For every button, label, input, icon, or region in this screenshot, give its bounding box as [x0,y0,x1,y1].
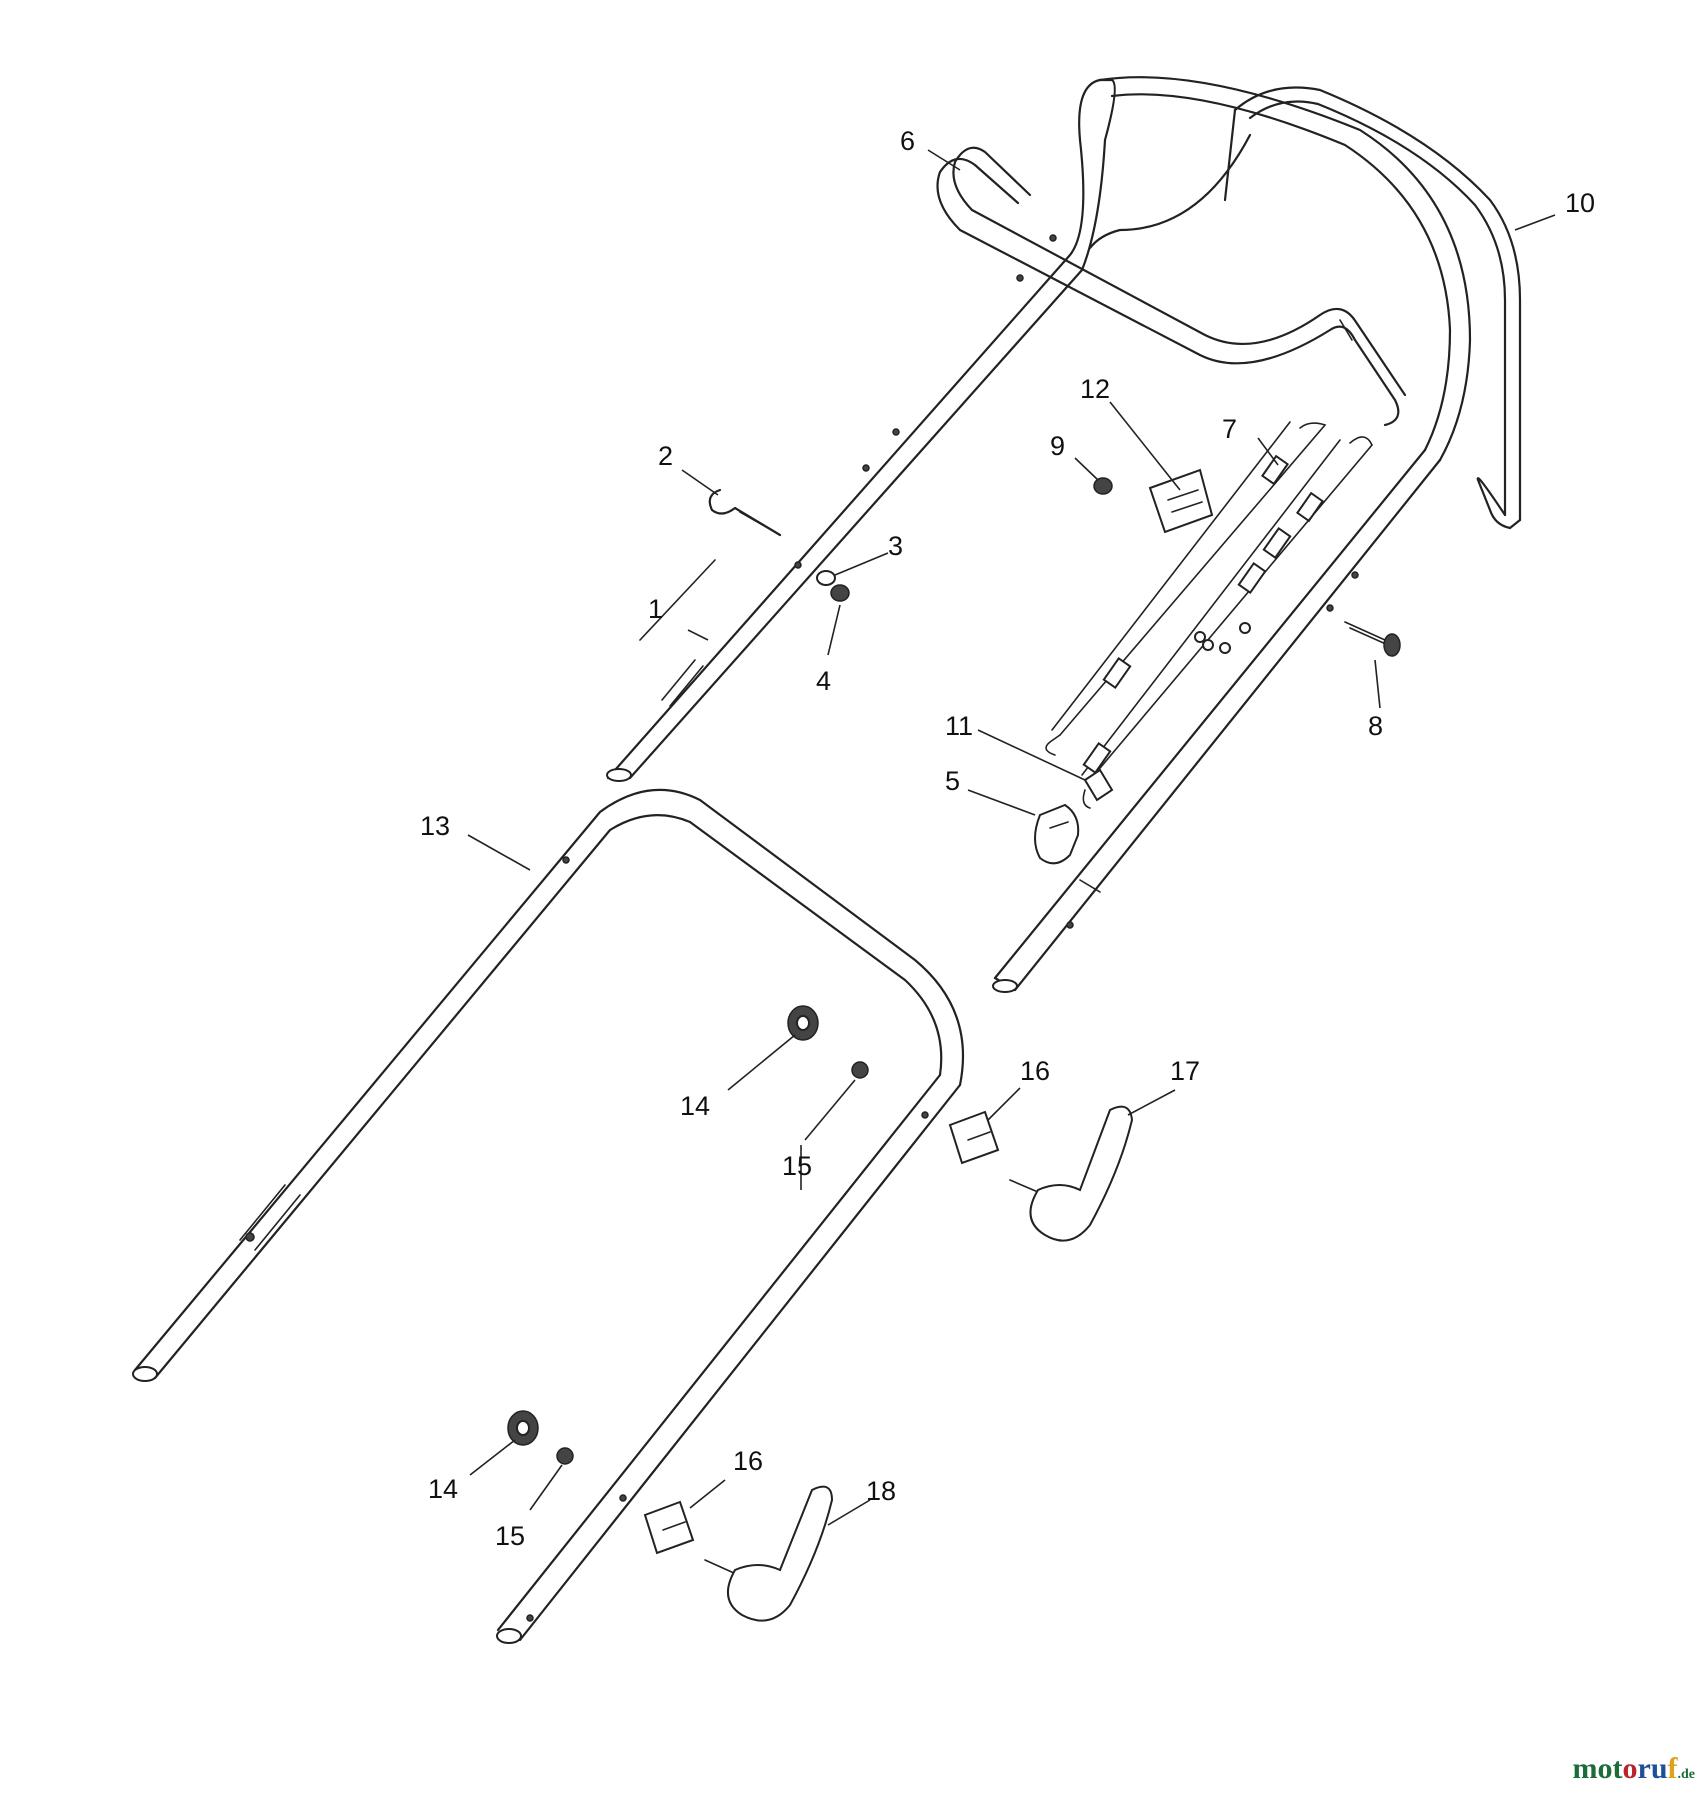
callout-17: 17 [1170,1056,1200,1086]
nut-part-9 [1093,477,1113,495]
nut-part-15-upper [851,1061,869,1079]
callout-8: 8 [1368,711,1383,741]
callout-16-upper: 16 [1020,1056,1050,1086]
hook-bolt-part-2 [708,488,782,537]
upper-handle-frame [606,76,1472,993]
bolt-part-8 [1344,621,1401,657]
callout-4: 4 [816,666,831,696]
control-cables-part-7 [1045,421,1373,781]
spacer-part-16-upper [948,1110,1000,1165]
bail-lever-part-6 [936,133,1407,427]
callout-14-upper: 14 [680,1091,710,1121]
callout-13: 13 [420,811,450,841]
callout-7: 7 [1222,414,1237,444]
callout-5: 5 [945,766,960,796]
cable-clip-part-12 [1148,468,1214,534]
watermark-suffix: .de [1677,1767,1696,1782]
watermark-part-4: f [1667,1752,1678,1785]
callout-16-lower: 16 [733,1446,763,1476]
nut-part-4 [830,584,850,602]
knob-nut-part-14-lower [507,1410,539,1446]
watermark-part-2: o [1622,1752,1638,1785]
callout-6: 6 [900,126,915,156]
cable-clamp-part-5 [1034,803,1080,865]
watermark-logo: motoruf.de [1573,1752,1695,1786]
watermark-part-3: ru [1637,1752,1668,1785]
callout-12: 12 [1080,374,1110,404]
knob-nut-part-14-upper [787,1005,819,1041]
callout-10: 10 [1565,188,1595,218]
callout-14-lower: 14 [428,1474,458,1504]
lower-handle-part-13 [132,788,965,1644]
callout-9: 9 [1050,431,1065,461]
callout-11: 11 [945,711,973,741]
watermark-part-1: mot [1572,1752,1623,1785]
callout-18: 18 [866,1476,896,1506]
cable-end-part-11 [1082,768,1114,809]
spacer-part-16-lower [643,1500,695,1555]
handle-knob-part-17 [1009,1105,1134,1242]
callout-3: 3 [888,531,903,561]
handle-knob-part-18 [704,1485,834,1622]
drive-bail-part-10 [1223,86,1522,530]
nut-part-15-lower [556,1447,574,1465]
callout-2: 2 [658,441,673,471]
callout-1: 1 [648,594,663,624]
washer-part-3 [816,570,836,586]
callout-15-lower: 15 [495,1521,525,1551]
callout-labels: 1 2 3 4 5 6 7 8 9 10 11 12 13 14 15 16 1… [420,126,1595,1551]
callout-15-upper: 15 [782,1151,812,1181]
leader-lines [467,149,1556,1526]
